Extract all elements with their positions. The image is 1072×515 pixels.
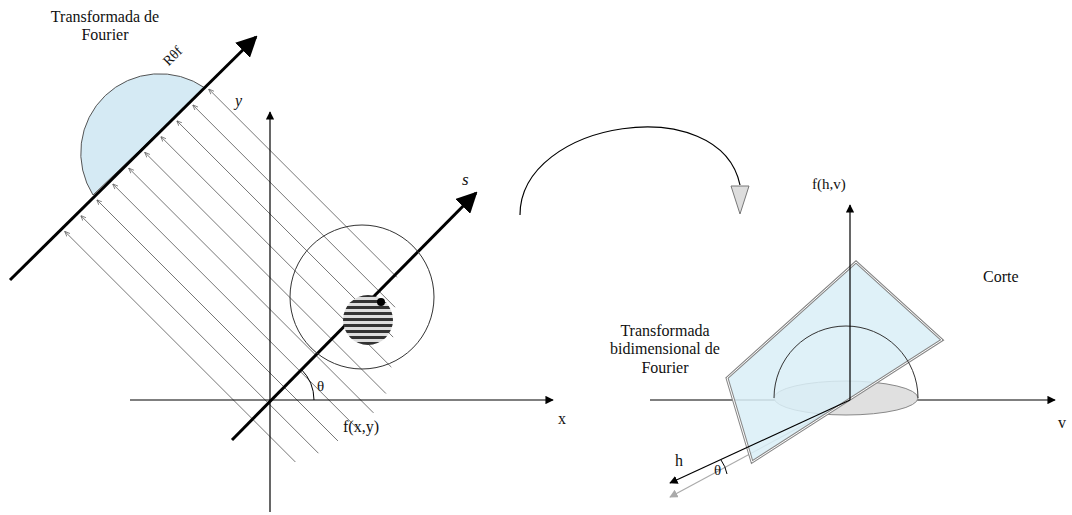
axis-label: y [235,92,242,110]
projection-ray [97,200,338,441]
projection-ray [81,216,318,453]
projection-ray [145,153,386,394]
function-label: f(x,y) [343,418,379,436]
projection-ray [129,168,373,412]
function-label: f(h,v) [812,176,846,193]
axis-label: x [558,410,566,428]
slice-label: Corte [983,268,1019,286]
projection-ray [113,184,357,428]
title-label: Transformada bidimensional de Fourier [606,322,724,377]
axis-label: s [462,170,469,190]
projection-ray [193,105,395,307]
axis-label: h [675,452,683,470]
axis-label: v [1058,414,1066,432]
projection-ray [209,89,397,277]
title-label: Transformada de Fourier [40,8,170,45]
axis-label: Rθf [160,43,186,69]
angle-label: θ [714,462,721,479]
angle-label: θ [317,378,324,395]
projection-ray [65,232,295,462]
